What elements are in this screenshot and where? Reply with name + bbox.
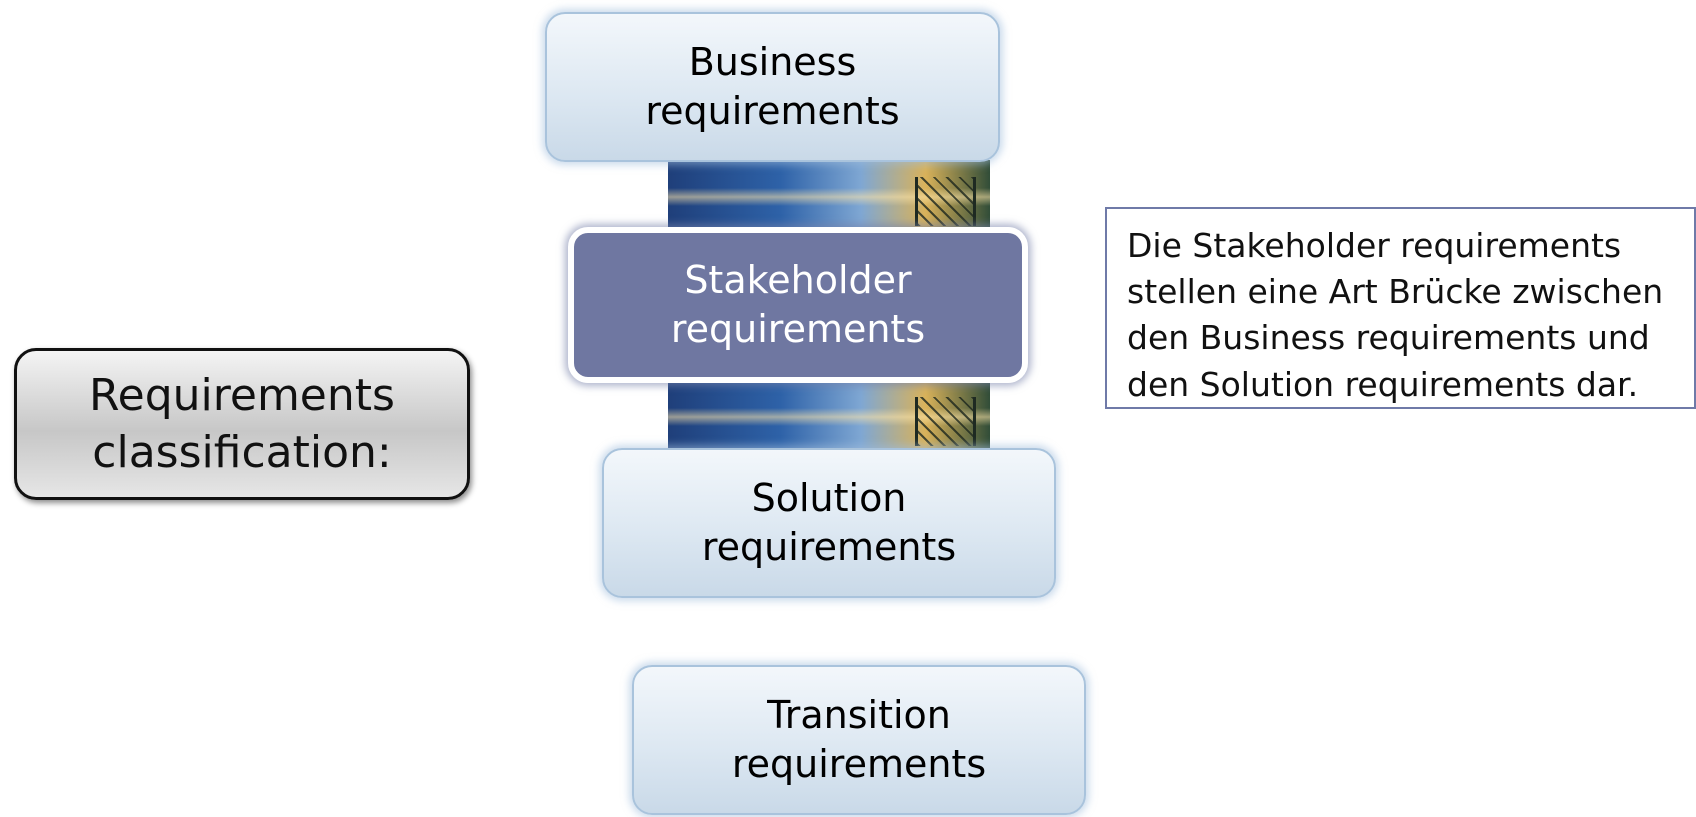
classification-text: Requirements classification: — [89, 369, 395, 478]
stakeholder-requirements-box[interactable]: Stakeholder requirements — [568, 227, 1028, 383]
transition-requirements-text: Transition requirements — [731, 692, 987, 786]
business-requirements-box[interactable]: Business requirements — [545, 12, 1000, 162]
transition-requirements-box[interactable]: Transition requirements — [632, 665, 1086, 815]
solution-requirements-box[interactable]: Solution requirements — [602, 448, 1056, 598]
explanation-note-text: Die Stakeholder requirements stellen ein… — [1127, 226, 1664, 404]
solution-requirements-text: Solution requirements — [701, 475, 957, 569]
bridge-photo-lower — [668, 380, 990, 450]
explanation-note: Die Stakeholder requirements stellen ein… — [1105, 207, 1696, 409]
requirements-classification-label: Requirements classification: — [14, 348, 470, 500]
bridge-photo-upper — [668, 160, 990, 230]
stakeholder-requirements-text: Stakeholder requirements — [670, 257, 926, 351]
business-requirements-text: Business requirements — [645, 39, 900, 133]
